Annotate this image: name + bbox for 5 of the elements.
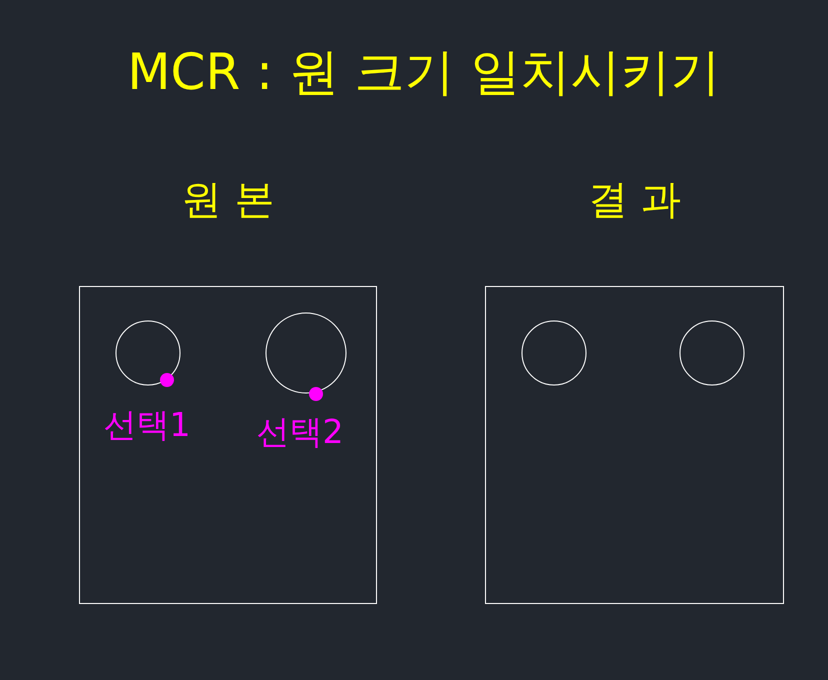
selection-label: 선택1 xyxy=(102,404,192,446)
heading: 결 과 xyxy=(587,176,682,225)
title: MCR : 원 크기 일치시키기 xyxy=(126,42,722,103)
heading: 원 본 xyxy=(180,176,276,225)
selection-label: 선택2 xyxy=(256,411,344,453)
